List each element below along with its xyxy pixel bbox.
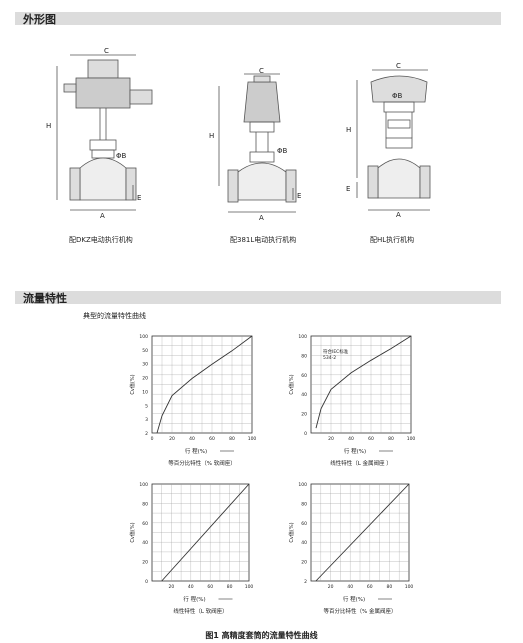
chart-title: 线性特性（L 软阀座） — [173, 607, 227, 615]
y-tick-label: 3 — [145, 417, 148, 423]
figure-caption: 图1 高精度套筒的流量特性曲线 — [205, 631, 318, 640]
y-tick-label: 2 — [304, 579, 307, 585]
y-tick-label: 60 — [142, 521, 148, 527]
x-tick-label: 60 — [368, 436, 374, 442]
chart-title: 线性特性（L 金属阀座 ） — [330, 459, 392, 467]
y-tick-label: 20 — [142, 560, 148, 566]
y-tick-label: 80 — [301, 501, 307, 507]
y-tick-label: 40 — [142, 540, 148, 546]
x-tick-label: 60 — [367, 584, 373, 590]
x-tick-label: 100 — [405, 584, 414, 590]
x-tick-label: 80 — [229, 436, 235, 442]
drawing-caption: 配381L电动执行机构 — [230, 236, 297, 244]
x-tick-label: 80 — [388, 436, 394, 442]
dim-h-label: H — [346, 126, 352, 134]
dim-c-label: C — [259, 67, 264, 75]
dim-b-label: ΦB — [116, 152, 127, 160]
drawing-caption: 配DKZ电动执行机构 — [69, 236, 133, 244]
y-axis-label: Cv值(%) — [288, 522, 295, 542]
hl-valve-drawing — [356, 69, 431, 211]
dim-b-label: ΦB — [277, 147, 288, 155]
y-tick-label: 80 — [142, 501, 148, 507]
drawing-caption: 配HL执行机构 — [370, 236, 415, 244]
x-tick-label: 20 — [328, 584, 334, 590]
series-line — [161, 483, 250, 582]
valve-drawings — [56, 54, 431, 213]
y-tick-label: 80 — [301, 353, 307, 359]
y-tick-label: 2 — [145, 431, 148, 437]
section-title: 流量特性 — [23, 292, 67, 305]
x-tick-label: 20 — [169, 584, 175, 590]
dim-e-label: E — [137, 194, 142, 202]
x-tick-label: 40 — [347, 584, 353, 590]
y-tick-label: 100 — [139, 334, 148, 340]
section-header-appearance: 外形图 — [15, 12, 501, 26]
y-tick-label: 20 — [142, 376, 148, 382]
dim-e-label: E — [346, 185, 351, 193]
y-tick-label: 20 — [301, 412, 307, 418]
x-tick-label: 20 — [169, 436, 175, 442]
x-tick-label: 60 — [209, 436, 215, 442]
x-tick-label: 40 — [188, 584, 194, 590]
x-tick-label: 0 — [151, 436, 154, 442]
381l-valve-drawing — [218, 73, 297, 213]
dim-a-label: A — [396, 211, 401, 219]
dim-c-label: C — [396, 62, 401, 70]
x-tick-label: 100 — [248, 436, 257, 442]
y-axis-label: Cv值(%) — [288, 374, 295, 394]
y-tick-label: 100 — [298, 482, 307, 488]
x-axis-label: 行 程(%) — [343, 595, 365, 603]
y-tick-label: 10 — [142, 389, 148, 395]
series-line — [156, 335, 253, 434]
y-axis-label: Cv值(%) — [129, 522, 136, 542]
y-tick-label: 40 — [301, 540, 307, 546]
y-tick-label: 100 — [139, 482, 148, 488]
dim-h-label: H — [209, 132, 215, 140]
y-tick-label: 20 — [301, 560, 307, 566]
y-tick-label: 60 — [301, 521, 307, 527]
series-line — [315, 335, 412, 429]
y-tick-label: 5 — [145, 403, 148, 409]
dim-h-label: H — [46, 122, 52, 130]
dim-a-label: A — [100, 212, 105, 220]
x-tick-label: 80 — [387, 584, 393, 590]
section-header-flow: 流量特性 — [15, 291, 501, 305]
y-tick-label: 0 — [145, 579, 148, 585]
y-tick-label: 50 — [142, 348, 148, 354]
dim-e-label: E — [297, 192, 302, 200]
x-tick-label: 40 — [348, 436, 354, 442]
x-tick-label: 60 — [207, 584, 213, 590]
x-tick-label: 20 — [328, 436, 334, 442]
chart-note: 符合IEC标准 — [323, 348, 349, 355]
chart-title: 等百分比特性（% 金属阀座） — [324, 607, 397, 615]
chart-note: 534-2 — [323, 355, 336, 361]
x-axis-label: 行 程(%) — [344, 447, 366, 455]
section-title: 外形图 — [23, 13, 56, 26]
y-tick-label: 60 — [301, 373, 307, 379]
dkz-valve-drawing — [56, 54, 153, 211]
series-line — [315, 483, 410, 582]
y-axis-label: Cv值(%) — [129, 374, 136, 394]
flow-subtitle: 典型的流量特性曲线 — [83, 312, 146, 320]
y-tick-label: 100 — [298, 334, 307, 340]
dim-c-label: C — [104, 47, 109, 55]
x-axis-label: 行 程(%) — [185, 447, 207, 455]
chart-title: 等百分比特性（% 软阀座） — [168, 459, 235, 467]
x-tick-label: 80 — [227, 584, 233, 590]
dim-a-label: A — [259, 214, 264, 222]
y-tick-label: 30 — [142, 362, 148, 368]
x-tick-label: 100 — [245, 584, 254, 590]
dim-b-label: ΦB — [392, 92, 403, 100]
x-tick-label: 40 — [189, 436, 195, 442]
y-tick-label: 40 — [301, 392, 307, 398]
y-tick-label: 0 — [304, 431, 307, 437]
x-tick-label: 100 — [407, 436, 416, 442]
x-axis-label: 行 程(%) — [183, 595, 205, 603]
